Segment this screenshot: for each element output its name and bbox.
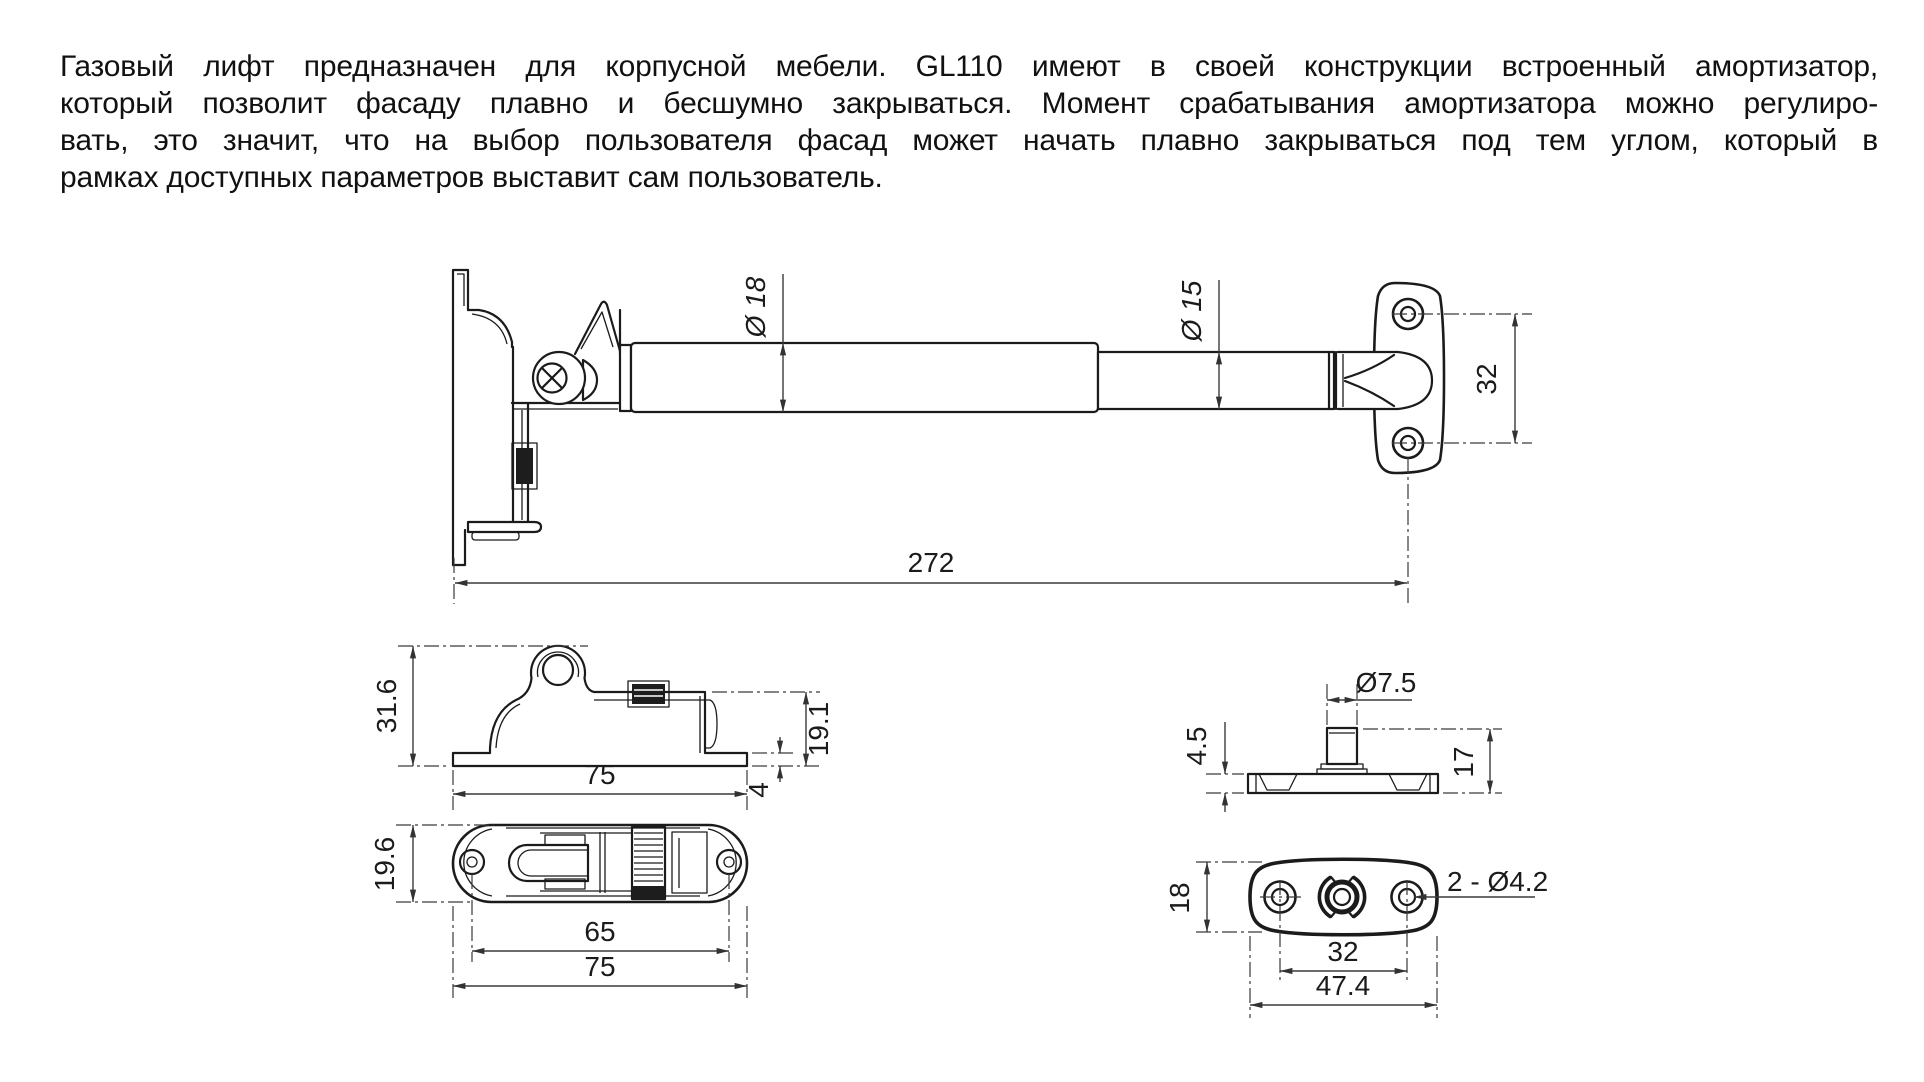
countersink (1258, 773, 1298, 791)
intro-line: вать, это значит, что на выбор пользоват… (60, 124, 1878, 157)
dim-bracket-height: 31.6 (371, 679, 402, 734)
bracket-profile (451, 644, 749, 768)
housing (671, 831, 708, 894)
endplate-plan-view: 18 2 - Ø4.2 32 47.4 (1164, 857, 1548, 1018)
endplate-outline (1248, 857, 1439, 937)
bracket-side-view: 31.6 19.1 4 75 (371, 644, 834, 810)
dim-plate-height: 18 (1164, 882, 1195, 913)
dim-plate-thickness: 4.5 (1181, 727, 1212, 766)
bracket-foot (466, 520, 543, 534)
dim-base-width: 75 (584, 759, 615, 790)
adjustment-knob-outline (511, 442, 538, 490)
dim-hole-spacing: 65 (584, 916, 615, 947)
dim-rod-diameter: Ø 15 (1176, 280, 1207, 342)
dim-overall-length: 272 (908, 547, 955, 578)
dim-overall-width: 75 (584, 951, 615, 982)
dim-hole-spacing: 32 (1327, 936, 1358, 967)
dim-body-depth: 19.6 (369, 837, 400, 892)
bracket-plan-dimensions: 19.6 65 75 (369, 824, 748, 990)
endplate-side-view: Ø7.5 4.5 17 (1181, 667, 1502, 812)
bracket-body (466, 345, 625, 541)
release-lever (507, 834, 590, 890)
endplate-plan-dimensions: 18 2 - Ø4.2 32 47.4 (1164, 861, 1548, 1009)
mounting-plate (451, 268, 514, 567)
piston-rod (1096, 350, 1338, 411)
assembly-view: Ø 18 Ø 15 32 272 (451, 268, 1532, 604)
dim-bracket-hole-spacing: 32 (1471, 363, 1502, 394)
countersink (1388, 773, 1428, 791)
pivot-hole (541, 653, 575, 687)
release-spring (573, 300, 622, 356)
assembly-dimensions: Ø 18 Ø 15 32 272 (454, 274, 1519, 587)
bracket-plan-view: 19.6 65 75 (369, 823, 749, 998)
adjustment-wheel-plan (630, 825, 667, 901)
dim-stud-diameter: Ø7.5 (1356, 667, 1417, 698)
intro-line: Газовый лифт предназначен для корпусной … (60, 50, 1878, 83)
dim-body-height: 19.1 (803, 702, 834, 757)
intro-paragraph: Газовый лифт предназначен для корпусной … (60, 48, 1878, 196)
endplate-side-dimensions: Ø7.5 4.5 17 (1181, 667, 1494, 812)
dim-plate-width: 47.4 (1316, 970, 1371, 1001)
dim-hole-note: 2 - Ø4.2 (1447, 866, 1548, 897)
gas-cylinder (618, 341, 1100, 414)
end-connector (1338, 352, 1432, 409)
dim-base-thickness: 4 (743, 782, 774, 798)
adjustment-wheel-outline (627, 680, 670, 708)
dim-cylinder-diameter: Ø 18 (740, 276, 771, 338)
dim-endplate-height: 17 (1448, 746, 1479, 777)
bracket-side-dimensions: 31.6 19.1 4 75 (371, 645, 834, 798)
center-socket (1317, 875, 1367, 919)
intro-line: который позволит фасаду плавно и бесшумн… (60, 87, 1878, 120)
end-bracket (1336, 281, 1446, 475)
adjustment-wheel (632, 684, 665, 704)
adjustment-knob (516, 448, 533, 484)
pivot-boss (531, 350, 599, 406)
stud (1316, 726, 1368, 775)
intro-line: рамках доступных параметров выставит сам… (60, 161, 883, 194)
